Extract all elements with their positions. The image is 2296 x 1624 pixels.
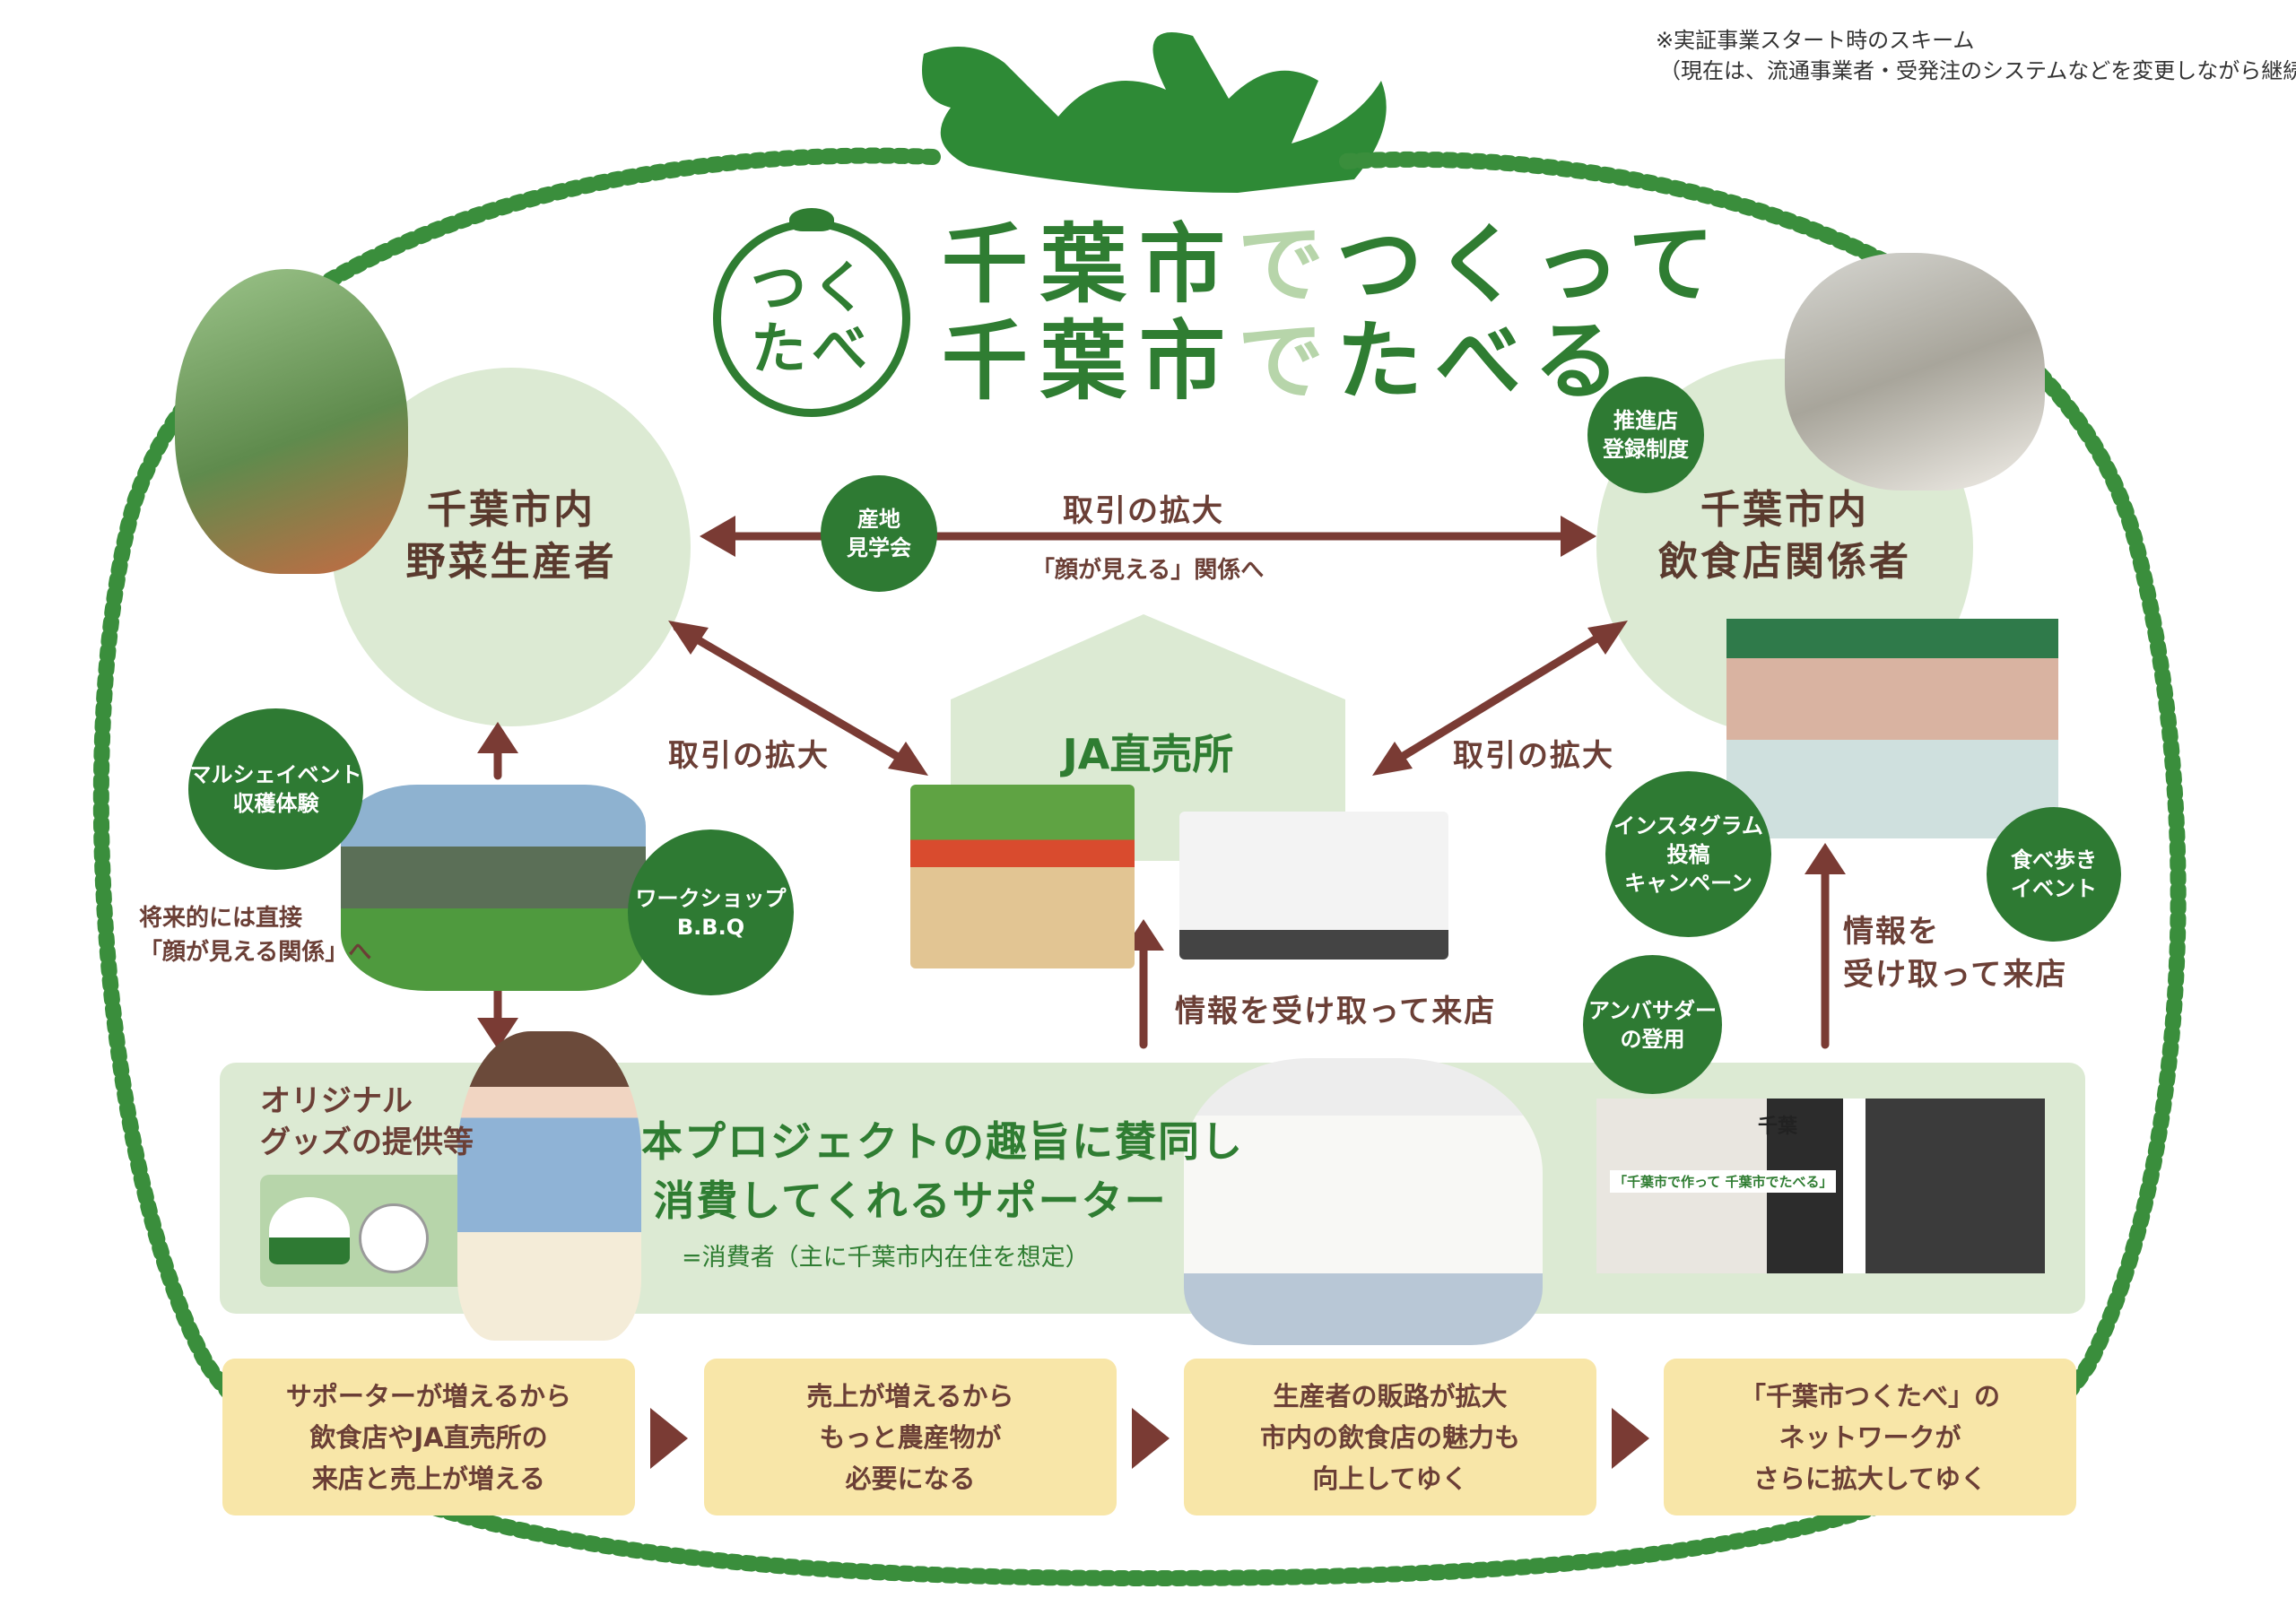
flow-arrow-2-icon xyxy=(1132,1408,1170,1469)
farm-tour-text: 産地 見学会 xyxy=(847,507,911,560)
tabearuki-text: 食べ歩き イベント xyxy=(2011,847,2097,901)
title-line2: 千葉市でたべる xyxy=(942,317,1726,406)
farm-tour-dot: 産地 見学会 xyxy=(821,475,937,592)
registration-dot: 推進店 登録制度 xyxy=(1587,377,1704,493)
workshop-text: ワークショップ B.B.Q xyxy=(635,885,787,940)
vegetable-crate-photo xyxy=(910,785,1135,968)
newspaper-headline: 「千葉市で作って 千葉市でたべる」 xyxy=(1610,1170,1837,1193)
restaurants-label: 千葉市内 飲食店関係者 xyxy=(1614,484,1955,588)
title-line2-c: たべる xyxy=(1336,311,1632,412)
newspaper-corner-text: 千葉 xyxy=(1758,1116,1798,1138)
flow-arrow-3-icon xyxy=(1612,1408,1649,1469)
workshop-dot: ワークショップ B.B.Q xyxy=(628,829,794,995)
badge-icon xyxy=(359,1203,429,1273)
marche-text: マルシェイベント 収穫体験 xyxy=(189,762,362,816)
title-line1: 千葉市でつくって xyxy=(942,220,1726,309)
goods-label: オリジナル グッズの提供等 xyxy=(260,1083,474,1160)
arrow-heads xyxy=(477,516,1846,1049)
trade-top-label: 取引の拡大 xyxy=(1063,493,1224,529)
flow-step-3: 生産者の販路が拡大 市内の飲食店の魅力も 向上してゆく xyxy=(1184,1359,1596,1515)
flow-step-1: サポーターが増えるから 飲食店やJA直売所の 来店と売上が増える xyxy=(222,1359,635,1515)
family-photo xyxy=(1184,1058,1543,1345)
info-center-label: 情報を受け取って来店 xyxy=(1175,994,1497,1029)
scheme-note-line2: （現在は、流通事業者・受発注のシステムなどを変更しながら継続） xyxy=(1659,58,2296,83)
delivery-truck-photo xyxy=(1179,812,1448,960)
trade-left-label: 取引の拡大 xyxy=(668,738,830,774)
flow-step-2-text: 売上が増えるから もっと農産物が 必要になる xyxy=(806,1380,1014,1494)
flow-arrow-1-icon xyxy=(650,1408,688,1469)
producers-circle xyxy=(332,368,691,726)
ja-label: JA直売所 xyxy=(1062,730,1234,778)
trade-right-label: 取引の拡大 xyxy=(1453,738,1614,774)
restaurant-storefront-photo xyxy=(1726,619,2058,838)
face-relation-label: 「顔が見える」関係へ xyxy=(1031,557,1265,584)
supporter-title-line2: 消費してくれるサポーター xyxy=(653,1177,1168,1225)
title-line2-b: で xyxy=(1238,311,1336,412)
title-line2-a: 千葉市 xyxy=(942,311,1238,412)
logo-leaf-icon xyxy=(789,208,834,231)
restaurants-line2: 飲食店関係者 xyxy=(1658,539,1911,585)
cap-icon xyxy=(269,1197,350,1264)
producers-line2: 野菜生産者 xyxy=(405,539,617,585)
page-title: 千葉市でつくって 千葉市でたべる xyxy=(942,220,1726,406)
title-line1-b: で xyxy=(1238,214,1336,315)
flow-step-3-text: 生産者の販路が拡大 市内の飲食店の魅力も 向上してゆく xyxy=(1259,1380,1520,1494)
supporter-sub: =消費者（主に千葉市内在住を想定） xyxy=(682,1244,1090,1272)
title-line1-a: 千葉市 xyxy=(942,214,1238,315)
supporter-title: 本プロジェクトの趣旨に賛同し 消費してくれるサポーター xyxy=(641,1112,1244,1230)
scheme-note-line1: ※実証事業スタート時のスキーム xyxy=(1656,28,1975,53)
ambassador-dot: アンバサダー の登用 xyxy=(1583,955,1722,1094)
ambassador-text: アンバサダー の登用 xyxy=(1587,997,1718,1052)
flow-step-2: 売上が増えるから もっと農産物が 必要になる xyxy=(704,1359,1117,1515)
flow-step-4: 「千葉市つくたべ」の ネットワークが さらに拡大してゆく xyxy=(1664,1359,2076,1515)
flow-step-1-text: サポーターが増えるから 飲食店やJA直売所の 来店と売上が増える xyxy=(285,1380,572,1494)
logo-line1: つく xyxy=(750,255,873,320)
marche-dot: マルシェイベント 収穫体験 xyxy=(188,708,363,870)
marche-photo xyxy=(341,785,646,991)
registration-text: 推進店 登録制度 xyxy=(1603,408,1689,462)
tabearuki-dot: 食べ歩き イベント xyxy=(1987,807,2121,942)
tomato-leaf-crown xyxy=(922,32,1387,193)
tomato-outline xyxy=(92,147,2187,1587)
restaurants-line1: 千葉市内 xyxy=(1700,487,1869,533)
farmer-photo xyxy=(175,269,408,574)
title-line1-c: つくって xyxy=(1336,214,1727,315)
instagram-dot: インスタグラム 投稿 キャンペーン xyxy=(1605,771,1771,937)
flow-step-4-text: 「千葉市つくたべ」の ネットワークが さらに拡大してゆく xyxy=(1739,1380,2000,1494)
instagram-text: インスタグラム 投稿 キャンペーン xyxy=(1613,812,1763,896)
tsukutabe-logo: つく たべ xyxy=(713,220,910,417)
scheme-note: ※実証事業スタート時のスキーム （現在は、流通事業者・受発注のシステムなどを変更… xyxy=(1656,25,2296,86)
supporter-title-line1: 本プロジェクトの趣旨に賛同し xyxy=(641,1117,1244,1166)
info-right-label: 情報を 受け取って来店 xyxy=(1843,914,2068,993)
producers-line1: 千葉市内 xyxy=(427,487,596,533)
producers-label: 千葉市内 野菜生産者 xyxy=(359,484,664,588)
logo-line2: たべ xyxy=(750,316,873,381)
waitress-photo xyxy=(1785,253,2045,491)
future-direct-label: 将来的には直接 「顔が見える関係」へ xyxy=(139,905,372,966)
woman-with-bag-photo xyxy=(457,1031,641,1341)
